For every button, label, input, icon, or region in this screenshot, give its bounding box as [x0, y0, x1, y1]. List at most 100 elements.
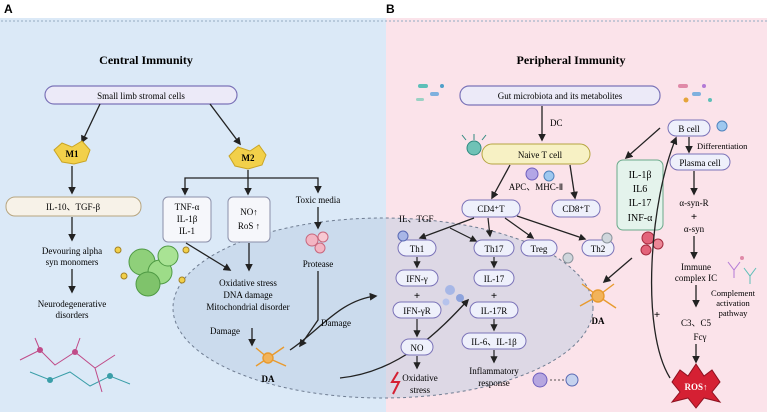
- neuro-line-2: disorders: [56, 310, 89, 320]
- il17-label: IL-17: [484, 274, 505, 284]
- cyto-il1b: IL-1β: [629, 170, 652, 181]
- stromal-label: Small limb stromal cells: [97, 91, 185, 101]
- cytokine-line-2: IL-1β: [177, 214, 198, 224]
- plasma-cell-label: Plasma cell: [679, 158, 721, 168]
- da-neuron-right-icon: [579, 283, 617, 309]
- th2-label: Th2: [591, 244, 606, 254]
- lightning-icon: [390, 371, 401, 395]
- antibody-complex-icon: [727, 256, 757, 284]
- feedback-plus: +: [654, 309, 660, 321]
- ros-burst-icon: [670, 363, 722, 409]
- da-right-label: DA: [592, 316, 605, 326]
- plasma-cell-box: [669, 153, 731, 171]
- inflammatory-line-1: Inflammatory: [469, 366, 519, 376]
- cytokine-line-1: TNF-α: [175, 202, 200, 212]
- stress-line-1: Oxidative stress: [219, 278, 277, 288]
- inflammatory-line-2: response: [478, 378, 510, 388]
- il10-box: [5, 196, 142, 217]
- no-box: [400, 338, 434, 356]
- cd4-label: CD4⁺T: [477, 204, 505, 214]
- th17-label: Th17: [485, 244, 504, 254]
- no-ros-box: [227, 196, 271, 243]
- asyn-plus: +: [691, 211, 697, 223]
- cell-cluster-icon: [114, 245, 190, 297]
- th1-box: [397, 239, 437, 257]
- immune-ic-line-1: Immune: [681, 262, 711, 272]
- microbiota-right-icon: [678, 84, 712, 103]
- il10-label: IL-10、TGF-β: [46, 202, 100, 212]
- gut-box: [459, 85, 661, 106]
- ifn-plus: +: [414, 290, 420, 302]
- stress-line-3: Mitochondrial disorder: [206, 302, 289, 312]
- cytokine-box: [162, 196, 212, 243]
- b-cell-box: [667, 119, 711, 137]
- m2-label: M2: [242, 153, 255, 163]
- cyto-il17: IL-17: [629, 198, 652, 209]
- protease-icon: [305, 231, 329, 254]
- m1-label: M1: [66, 149, 79, 159]
- th1-label: Th1: [410, 244, 425, 254]
- complement-line-1: Complement: [711, 288, 756, 298]
- damage-mid-label: Damage: [321, 318, 351, 328]
- il17r-box: [469, 301, 519, 319]
- th2-cell-icon: [601, 232, 613, 244]
- il17-plus: +: [491, 290, 497, 302]
- immune-ic-line-2: complex IC: [675, 273, 717, 283]
- devouring-line-1: Devouring alpha: [42, 246, 102, 256]
- no-label: NO: [411, 343, 424, 353]
- ros-label: ROS↑: [684, 382, 707, 392]
- apc-cell-icon: [525, 167, 555, 182]
- ifn-gr-label: IFN-γR: [403, 306, 430, 316]
- complement-line-3: pathway: [719, 308, 749, 318]
- neuron-network-icon: [19, 337, 131, 393]
- da-left-label: DA: [262, 374, 275, 384]
- m1-microglia-icon: [53, 140, 91, 165]
- no-line: NO↑: [240, 207, 258, 217]
- treg-box: [520, 239, 558, 257]
- oxidative-line-1: Oxidative: [402, 373, 438, 383]
- devouring-line-2: syn monomers: [46, 257, 99, 267]
- dc-label: DC: [550, 118, 563, 128]
- differentiation-label: Differentiation: [697, 141, 748, 151]
- fcy-label: Fcγ: [694, 332, 707, 342]
- b-cell-label: B cell: [678, 124, 700, 134]
- il-tgf-label: IL、TGF: [399, 214, 434, 224]
- ros-line: RoS ↑: [238, 221, 260, 231]
- th1-cell-icon: [397, 230, 409, 242]
- panel-a-letter: A: [4, 2, 13, 16]
- ifn-gr-box: [392, 301, 442, 319]
- complement-line-2: activation: [716, 298, 750, 308]
- naive-label: Naive T cell: [518, 150, 563, 160]
- immune-cell-cluster-icon: [640, 231, 664, 256]
- il17-box: [473, 269, 515, 287]
- peripheral-title: Peripheral Immunity: [517, 53, 626, 67]
- il6-il1b-box: [461, 332, 527, 350]
- macrophage-icon: [532, 372, 579, 388]
- central-title: Central Immunity: [99, 53, 193, 67]
- treg-label: Treg: [531, 244, 548, 254]
- microbiota-left-icon: [416, 84, 444, 101]
- gut-label: Gut microbiota and its metabolites: [498, 91, 623, 101]
- m2-microglia-icon: [228, 144, 267, 170]
- oxidative-line-2: stress: [410, 385, 430, 395]
- apc-label: APC、MHC-Ⅱ: [509, 182, 563, 192]
- cytokine-line-3: IL-1: [179, 226, 195, 236]
- neuro-line-1: Neurodegenerative: [38, 299, 106, 309]
- c3c5-label: C3、C5: [681, 318, 712, 328]
- il6-il1b-label: IL-6、IL-1β: [471, 337, 517, 347]
- protease-label: Protease: [303, 259, 334, 269]
- ifn-g-box: [395, 269, 439, 287]
- cyto-il6: IL6: [633, 184, 647, 195]
- cyto-infa: INF-α: [628, 213, 653, 224]
- th2-box: [581, 239, 615, 257]
- cytokine-list-box: [616, 159, 664, 231]
- th17-box: [473, 239, 515, 257]
- cd4-box: [461, 199, 521, 218]
- stress-line-2: DNA damage: [223, 290, 272, 300]
- damage-left-label: Damage: [210, 326, 240, 336]
- membrane-strip: [0, 18, 767, 26]
- stromal-box: [44, 85, 238, 105]
- b-cell-icon: [716, 120, 728, 132]
